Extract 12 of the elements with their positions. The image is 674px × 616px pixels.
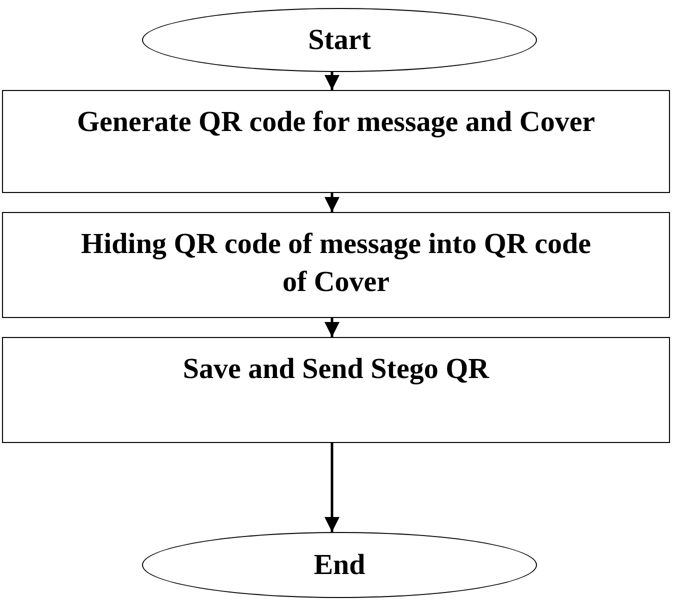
arrow — [324, 443, 340, 532]
node-label: Save and Send Stego QR — [182, 352, 490, 387]
process-box — [2, 90, 670, 193]
arrow — [324, 193, 340, 212]
process-box — [2, 212, 670, 318]
node-label: Hiding QR code of message into QR code of Cover — [80, 227, 592, 300]
arrow — [324, 318, 340, 337]
node-label: End — [314, 548, 366, 583]
arrow — [324, 72, 340, 90]
process-box — [2, 337, 670, 443]
node-label: Generate QR code for message and Cover — [76, 105, 596, 140]
node-label: Start — [308, 23, 371, 58]
